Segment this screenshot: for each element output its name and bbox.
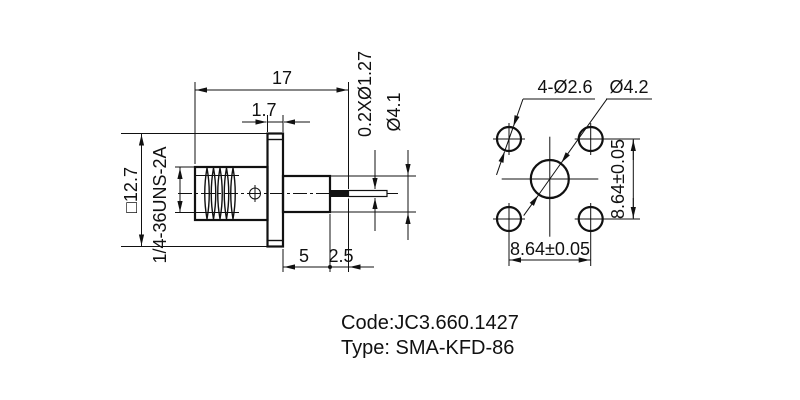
contact-pin [330, 189, 388, 198]
side-hole [249, 185, 261, 202]
dim-pitch-vertical-label: 8.64±0.05 [608, 139, 628, 219]
dim-pin-spec-label: 0.2XØ1.27 [355, 51, 375, 137]
title-block: Code:JC3.660.1427 Type: SMA-KFD-86 [341, 312, 519, 359]
dim-pin-spec: 0.2XØ1.27 [355, 51, 378, 231]
dim-corner-holes-label: 4-Ø2.6 [537, 77, 592, 97]
part-code: Code:JC3.660.1427 [341, 312, 519, 334]
dim-boss-diameter-label: Ø4.1 [384, 92, 404, 131]
mount-hole-bottom-right [577, 205, 604, 233]
dim-pitch-horizontal-label: 8.64±0.05 [510, 239, 590, 259]
dim-square-flange-label: □12.7 [121, 167, 141, 213]
dim-center-hole-label: Ø4.2 [609, 77, 648, 97]
dim-thread-spec-label: 1/4-36UNS-2A [150, 146, 170, 263]
mount-hole-bottom-left [495, 205, 523, 233]
dim-step-length-label: 2.5 [328, 246, 353, 266]
center-hole [529, 158, 570, 200]
front-view: 4-Ø2.6 Ø4.2 8.64±0.05 8.64±0.05 [493, 77, 652, 266]
dim-overall-length-label: 17 [272, 68, 292, 88]
dim-thread-spec: 1/4-36UNS-2A [150, 146, 196, 264]
dim-pitch-vertical: 8.64±0.05 [608, 139, 636, 219]
dim-body-length-label: 5 [299, 246, 309, 266]
dim-pitch-horizontal: 8.64±0.05 [509, 239, 591, 263]
flange [266, 132, 285, 248]
dim-body-and-step: 5 2.5 [282, 214, 374, 272]
dim-square-flange: □12.7 [121, 133, 268, 247]
leader-corner-holes: 4-Ø2.6 [496, 77, 595, 176]
leader-center-hole: Ø4.2 [523, 77, 652, 216]
dim-overall-length: 17 [194, 68, 349, 272]
dim-boss-diameter: Ø4.1 [331, 92, 416, 240]
mount-hole-top-left [495, 125, 523, 153]
thread-hatching [204, 167, 236, 220]
dim-flange-thickness-label: 1.7 [251, 100, 276, 120]
part-type: Type: SMA-KFD-86 [341, 337, 514, 359]
dim-flange-thickness: 1.7 [242, 100, 310, 132]
side-view: 17 1.7 □12.7 1/4-36UNS-2A [121, 51, 416, 272]
